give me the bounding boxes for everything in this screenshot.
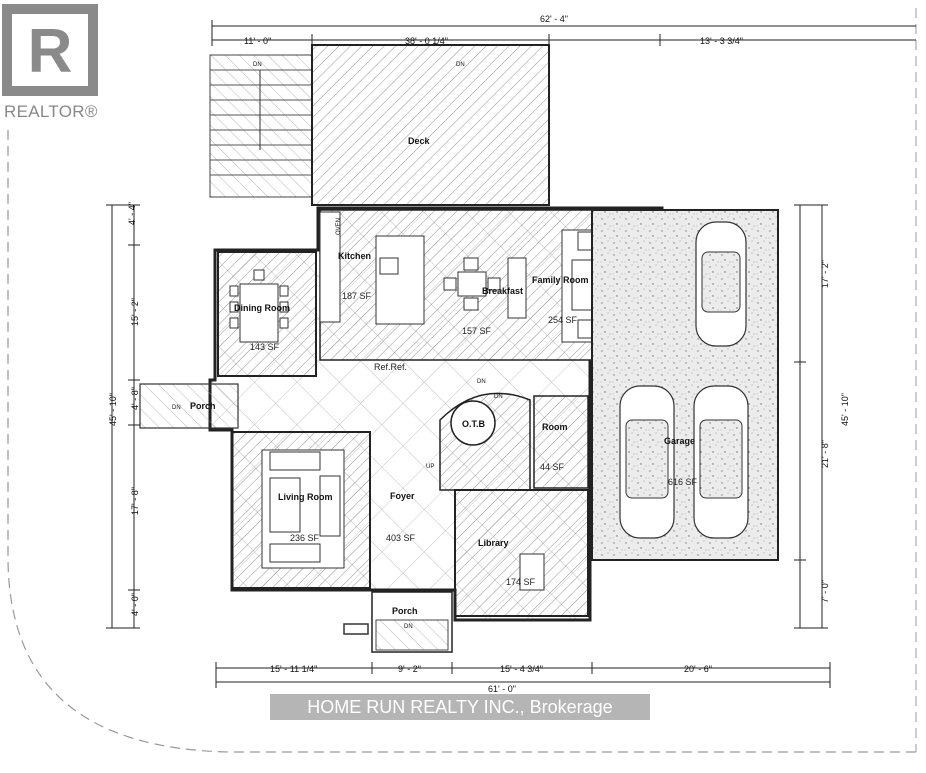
realtor-logo-mark: R — [2, 4, 98, 96]
dim-left-5: 4' - 0" — [130, 593, 140, 616]
dim-top-right: 13' - 3 3/4" — [700, 36, 743, 46]
dining-room-label: Dining Room — [234, 303, 290, 313]
oven-label: OVEN — [336, 218, 342, 235]
dim-top-mid: 38' - 0 1/4" — [405, 36, 448, 46]
deck-dn: DN — [456, 62, 465, 68]
powder-room-label: Room — [542, 422, 568, 432]
family-room-area-label: 254 SF — [548, 315, 578, 325]
realtor-logo-text: REALTOR® — [4, 102, 98, 121]
living-sofa — [261, 449, 345, 569]
dim-right-3: 7' - 0" — [820, 580, 830, 603]
breakfast-table — [443, 257, 527, 319]
front-porch-steps — [375, 619, 449, 651]
dim-right-total: 45' - 10" — [840, 393, 850, 426]
car-right — [693, 385, 749, 539]
deck-stairs — [209, 54, 313, 198]
otb-label: O.T.B — [462, 419, 486, 429]
front-porch-dn: DN — [404, 624, 413, 630]
living-room-area-label: 236 SF — [290, 533, 320, 543]
dim-left-4: 17' - 8" — [130, 487, 140, 515]
dim-left-1: 4' - 4" — [127, 202, 137, 225]
kitchen-island — [375, 235, 425, 325]
stair-dn2: DN — [494, 394, 503, 400]
dim-bottom-2: 9' - 2" — [398, 664, 421, 674]
dim-bottom-3: 15' - 4 3/4" — [500, 664, 543, 674]
dim-bottom-1: 15' - 11 1/4" — [270, 664, 317, 674]
realtor-logo: R REALTOR® — [0, 0, 106, 128]
front-porch-planter — [343, 623, 369, 635]
breakfast-label: Breakfast — [482, 286, 523, 296]
dining-table — [229, 269, 289, 343]
dining-room-area-label: 143 SF — [250, 342, 280, 352]
breakfast-area-label: 157 SF — [462, 326, 492, 336]
car-left — [619, 385, 675, 539]
garage-label: Garage — [664, 436, 695, 446]
library-label: Library — [478, 538, 509, 548]
dim-left-total: 45' - 10" — [108, 393, 118, 426]
side-porch-dn: DN — [172, 405, 181, 411]
dimension-lines-bottom — [215, 662, 831, 688]
foyer-area-label: 403 SF — [386, 533, 416, 543]
deck-label: Deck — [408, 136, 431, 146]
lot-boundary — [7, 130, 918, 753]
dim-bottom-4: 20' - 6" — [684, 664, 712, 674]
library — [454, 489, 589, 617]
foyer-label: Foyer — [390, 491, 415, 501]
family-room-label: Family Room — [532, 275, 589, 285]
dim-right-2: 21' - 8" — [820, 440, 830, 468]
dim-left-2: 15' - 2" — [130, 298, 140, 326]
kitchen-counter — [319, 211, 341, 323]
dim-top-total: 62' - 4" — [540, 14, 568, 24]
garage-area-label: 616 SF — [668, 477, 698, 487]
staircase — [439, 392, 531, 491]
dimension-lines-right — [794, 204, 828, 629]
deck-stairs-dn: DN — [253, 62, 262, 68]
brokerage-watermark: HOME RUN REALTY INC., Brokerage — [270, 694, 650, 720]
side-porch-label: Porch — [190, 401, 216, 411]
kitchen-label: Kitchen — [338, 251, 371, 261]
library-area-label: 174 SF — [506, 577, 536, 587]
dim-top-left: 11' - 0" — [244, 36, 271, 46]
kitchen-area-label: 187 SF — [342, 291, 372, 301]
deck — [311, 44, 550, 206]
side-porch — [139, 383, 239, 429]
dim-left-3: 4' - 8" — [130, 387, 140, 410]
dimension-lines-left — [106, 204, 140, 629]
dim-bottom-total: 61' - 0" — [488, 684, 516, 694]
stair-dn1: DN — [477, 379, 486, 385]
kitchen-sink — [379, 257, 399, 275]
living-room-label: Living Room — [278, 492, 333, 502]
car-top — [695, 221, 747, 347]
front-porch-label: Porch — [392, 606, 418, 616]
stair-up: UP — [426, 464, 434, 470]
powder-room — [533, 395, 589, 489]
powder-room-area-label: 44 SF — [540, 462, 565, 472]
ref-label: Ref.Ref. — [374, 362, 407, 372]
realtor-logo-letter: R — [28, 17, 73, 86]
dim-right-1: 17' - 2" — [820, 260, 830, 288]
library-desk — [519, 553, 545, 591]
dimension-lines-top — [211, 20, 916, 46]
